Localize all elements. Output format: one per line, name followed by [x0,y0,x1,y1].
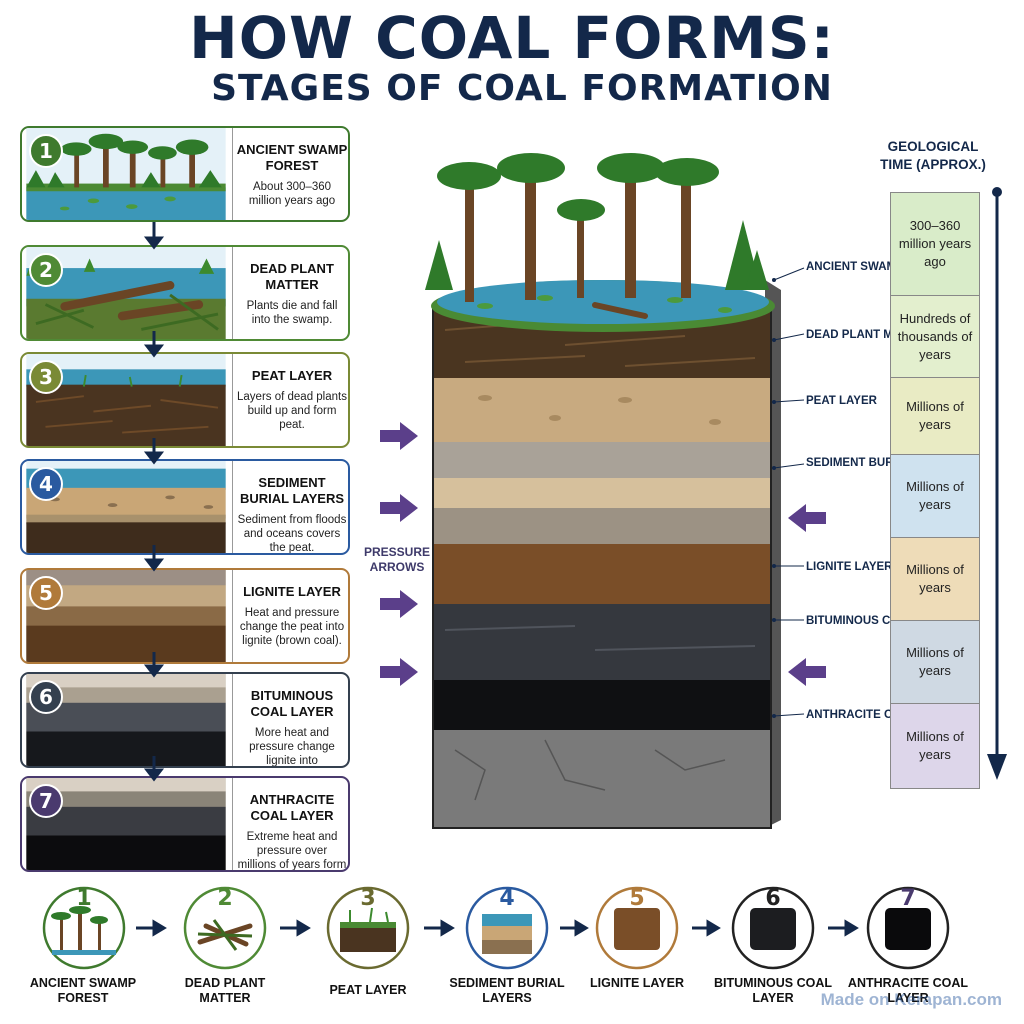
stage-name: LIGNITE LAYER [243,584,341,599]
stage-name: ANTHRACITE COAL LAYER [249,792,335,823]
stage-description: Heat and pressure change the peat into l… [239,607,345,647]
lignite-band [433,544,771,604]
stage-number: 7 [29,784,63,818]
time-arrow [987,187,1007,780]
stage-description: Layers of dead plants build up and form … [237,391,347,431]
bottom-step-number: 1 [76,886,92,911]
bottom-step-number: 7 [900,886,916,911]
bottom-step-number: 3 [360,886,376,911]
stage-text: LIGNITE LAYER Heat and pressure change t… [232,570,348,662]
timeline-title: GEOLOGICAL TIME (APPROX.) [880,139,986,172]
time-entry-5: Millions of years [890,537,980,621]
stage-number: 1 [29,134,63,168]
page-title: HOW COAL FORMS: [189,4,835,72]
bottom-label-7: ANTHRACITE COAL LAYER [847,976,969,1005]
anthracite-band [433,680,771,730]
stage-name: SEDIMENT BURIAL LAYERS [239,475,345,506]
bottom-label-6: BITUMINOUS COAL LAYER [713,976,833,1005]
stage-text: PEAT LAYER Layers of dead plants build u… [232,354,348,446]
pressure-arrows-right [788,504,826,686]
bottom-step-number: 6 [765,886,781,911]
coal-layers-cross-section [425,153,781,829]
time-entry-1: 300–360 million years ago [890,192,980,296]
page-subtitle: STAGES OF COAL FORMATION [211,68,833,109]
pressure-arrows-label: PRESSURE ARROWS [363,545,431,574]
stage-description: Extreme heat and pressure over millions … [237,831,347,871]
bituminous-band [433,604,771,680]
stage-name: DEAD PLANT MATTER [250,261,334,292]
stage-card-6: 6 BITUMINOUS COAL LAYER More heat and pr… [20,672,350,768]
stage-card-4: 4 SEDIMENT BURIAL LAYERS Sediment from f… [20,459,350,555]
layer-leader-lines [772,267,805,718]
bottom-label-2: DEAD PLANT MATTER [184,976,266,1005]
bottom-label-3: PEAT LAYER [329,983,407,997]
stage-number: 2 [29,253,63,287]
stage-text: DEAD PLANT MATTER Plants die and fall in… [232,247,348,339]
stage-name: BITUMINOUS COAL LAYER [250,688,334,719]
sediment-band-2 [433,478,771,508]
stage-description: More heat and pressure change lignite in… [249,727,335,767]
time-entry-4: Millions of years [890,454,980,538]
time-entry-6: Millions of years [890,620,980,704]
stage-text: BITUMINOUS COAL LAYER More heat and pres… [232,674,348,767]
stage-description: Sediment from floods and oceans covers t… [237,514,347,554]
stage-card-5: 5 LIGNITE LAYER Heat and pressure change… [20,568,350,664]
layer-label-peat: PEAT LAYER [806,395,877,407]
stage-description: Plants die and fall into the swamp. [246,300,338,326]
pressure-arrows-left [380,422,418,686]
stage-name: ANCIENT SWAMP FOREST [236,142,348,173]
bottom-label-5: LIGNITE LAYER [590,976,684,990]
bottom-step-number: 4 [499,886,515,911]
stage-number: 5 [29,576,63,610]
stage-number: 6 [29,680,63,714]
stage-name: PEAT LAYER [251,368,333,383]
sediment-band-3 [433,508,771,544]
bottom-label-1: ANCIENT SWAMP FOREST [29,976,137,1005]
time-entry-3: Millions of years [890,377,980,455]
sediment-band-1 [433,442,771,478]
stage-flow-arrows [143,222,165,782]
bottom-sequence-icons [42,886,950,970]
bottom-label-4: SEDIMENT BURIAL LAYERS [449,976,565,1005]
stage-description: About 300–360 million years ago [248,181,336,207]
lignite-illustration [26,570,226,662]
stage-card-2: 2 DEAD PLANT MATTER Plants die and fall … [20,245,350,341]
sediment-illustration [26,461,226,553]
bottom-step-number: 5 [629,886,645,911]
time-entry-7: Millions of years [890,703,980,789]
bottom-step-number: 2 [217,886,233,911]
peat-layer-illustration [26,354,226,446]
stage-text: ANTHRACITE COAL LAYER Extreme heat and p… [232,778,348,871]
stage-number: 4 [29,467,63,501]
stage-card-3: 3 PEAT LAYER Layers of dead plants build… [20,352,350,448]
peat-band [433,378,771,442]
stage-number: 3 [29,360,63,394]
stage-card-1: 1 ANCIENT SWAMP FOREST About 300–360 mil… [20,126,350,222]
layer-label-lignite: LIGNITE LAYER [806,561,893,573]
bedrock-band [433,730,771,828]
time-entry-2: Hundreds of thousands of years [890,295,980,378]
stage-card-7: 7 ANTHRACITE COAL LAYER Extreme heat and… [20,776,350,872]
stage-text: SEDIMENT BURIAL LAYERS Sediment from flo… [232,461,348,554]
watermark: Made on Kerapan.com [820,990,1002,1009]
stage-text: ANCIENT SWAMP FOREST About 300–360 milli… [232,128,348,220]
